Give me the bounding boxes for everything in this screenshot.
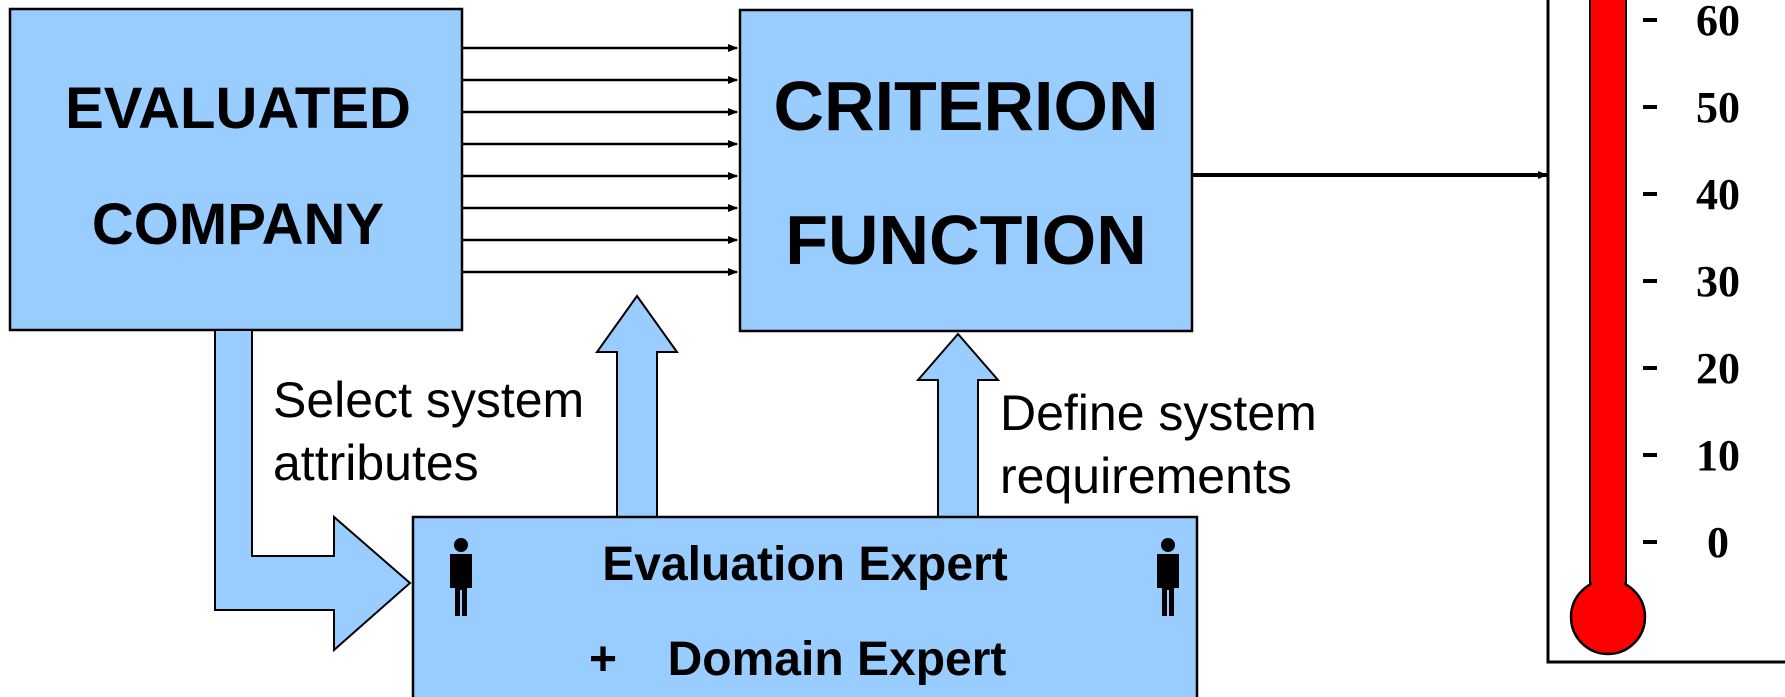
criterion-function-box xyxy=(738,8,1194,333)
thermometer-frame xyxy=(1546,0,1785,664)
define-note-line2: requirements xyxy=(1000,448,1292,504)
select-attributes-arrow xyxy=(214,329,412,653)
evaluated-company-line1: EVALUATED xyxy=(65,76,411,141)
attributes-up-arrow xyxy=(595,294,679,521)
thermometer-tube xyxy=(1589,0,1627,586)
evaluation-expert-label: Evaluation Expert xyxy=(602,538,1007,591)
thermometer-tick-label: 60 xyxy=(1696,0,1740,45)
select-note-line2: attributes xyxy=(273,435,479,491)
thermometer: 60 50 40 30 20 10 0 xyxy=(1546,0,1785,664)
criterion-function-line2: FUNCTION xyxy=(785,201,1147,279)
plus-sign: + xyxy=(589,633,617,686)
thermometer-tick-label: 30 xyxy=(1696,257,1740,306)
define-note-line1: Define system xyxy=(1000,385,1317,441)
thermometer-tick-label: 50 xyxy=(1696,83,1740,132)
person-icon xyxy=(450,538,472,616)
attribute-arrows xyxy=(462,44,738,276)
thermometer-tick-label: 10 xyxy=(1696,431,1740,480)
evaluated-company-box xyxy=(8,7,464,332)
requirements-up-arrow xyxy=(915,332,1001,521)
thermometer-scale: 60 50 40 30 20 10 0 xyxy=(1643,0,1740,567)
evaluated-company-line2: COMPANY xyxy=(92,192,384,257)
thermometer-tick-label: 0 xyxy=(1707,518,1729,567)
experts-box xyxy=(411,515,1199,697)
thermometer-tick-label: 40 xyxy=(1696,170,1740,219)
select-note-line1: Select system xyxy=(273,372,584,428)
domain-expert-label: Domain Expert xyxy=(668,633,1007,686)
criterion-function-line1: CRITERION xyxy=(774,67,1159,145)
person-icon xyxy=(1157,538,1179,616)
thermometer-tick-label: 20 xyxy=(1696,344,1740,393)
